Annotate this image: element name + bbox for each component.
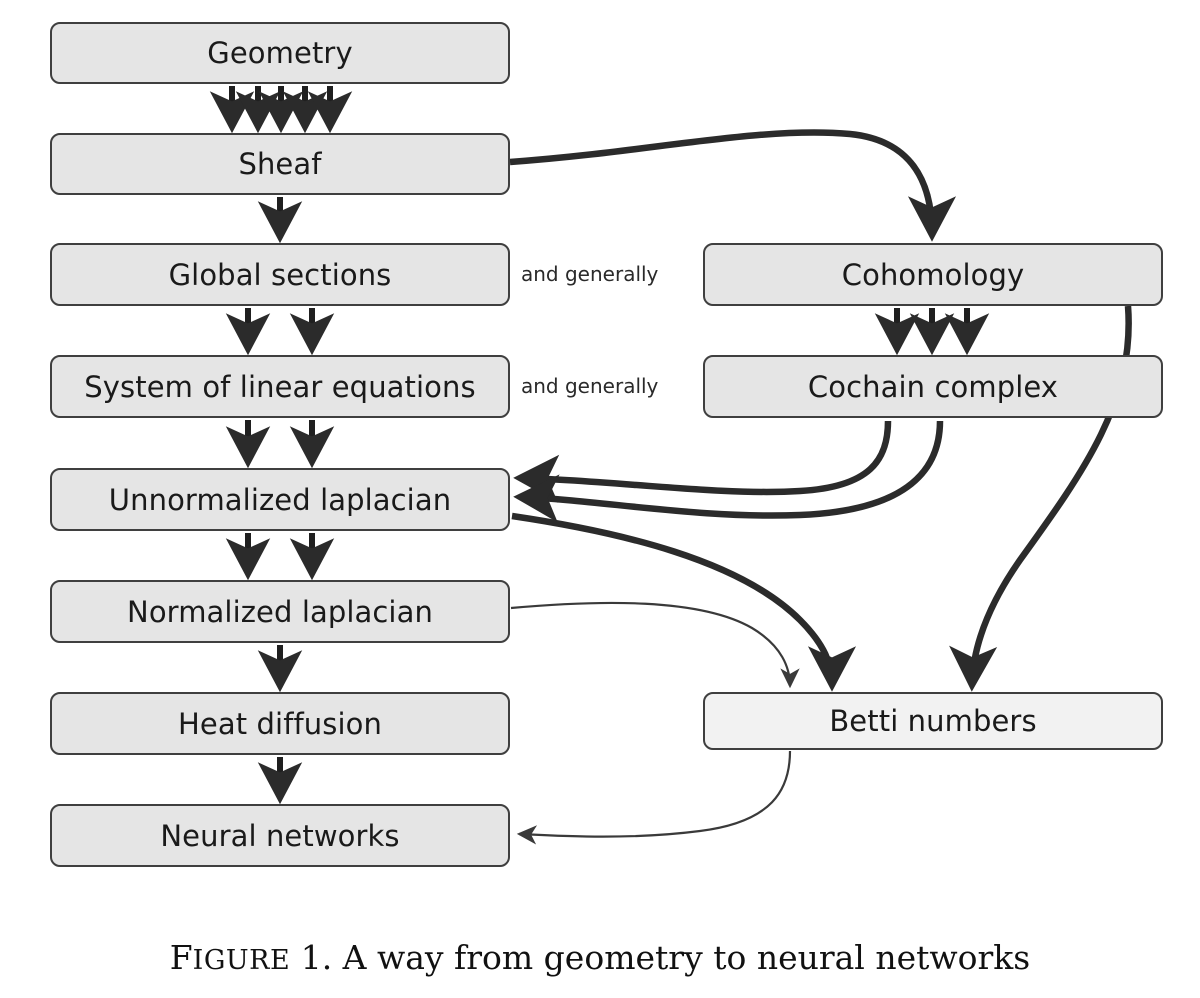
figure-caption: FIGURE 1. A way from geometry to neural …	[0, 938, 1200, 977]
node-label-neural-networks: Neural networks	[160, 818, 400, 853]
node-label-global-sections: Global sections	[168, 257, 392, 292]
edge-betti-to-neural	[516, 750, 792, 845]
node-cochain-complex[interactable]: Cochain complex	[703, 355, 1163, 418]
edge-label-and-generally-1: and generally	[521, 262, 659, 286]
edge-geometry-to-sheaf	[209, 86, 353, 134]
edge-global-to-linsys	[225, 308, 335, 356]
edge-unnorm-to-norm	[225, 533, 335, 581]
caption-number: 1.	[290, 938, 343, 977]
node-unnormalized-laplacian[interactable]: Unnormalized laplacian	[50, 468, 510, 531]
node-global-sections[interactable]: Global sections	[50, 243, 510, 306]
edge-linsys-to-unnorm	[225, 420, 335, 469]
edge-label-and-generally-2: and generally	[521, 374, 659, 398]
edge-unnorm-to-betti	[511, 512, 857, 692]
caption-prefix-letter: F	[169, 938, 193, 977]
node-geometry[interactable]: Geometry	[50, 22, 510, 84]
node-label-cochain-complex: Cochain complex	[807, 369, 1059, 404]
node-label-system-of-linear-equations: System of linear equations	[84, 369, 476, 404]
edge-cohomology-to-cochain	[874, 308, 990, 356]
node-heat-diffusion[interactable]: Heat diffusion	[50, 692, 510, 755]
node-cohomology[interactable]: Cohomology	[703, 243, 1163, 306]
node-sheaf[interactable]: Sheaf	[50, 133, 510, 195]
node-neural-networks[interactable]: Neural networks	[50, 804, 510, 867]
node-label-geometry: Geometry	[207, 36, 353, 70]
caption-text: A way from geometry to neural networks	[342, 938, 1031, 977]
edge-cochain-to-unnorm-a	[513, 420, 892, 503]
node-label-sheaf: Sheaf	[238, 147, 322, 181]
node-label-normalized-laplacian: Normalized laplacian	[127, 594, 433, 629]
edge-cochain-to-unnorm-b	[513, 420, 944, 523]
edge-norm-to-betti	[510, 601, 800, 689]
node-label-cohomology: Cohomology	[841, 257, 1025, 292]
node-betti-numbers[interactable]: Betti numbers	[703, 692, 1163, 750]
node-label-heat-diffusion: Heat diffusion	[178, 706, 382, 741]
node-label-unnormalized-laplacian: Unnormalized laplacian	[108, 482, 452, 517]
node-label-betti-numbers: Betti numbers	[829, 704, 1037, 738]
node-system-of-linear-equations[interactable]: System of linear equations	[50, 355, 510, 418]
node-normalized-laplacian[interactable]: Normalized laplacian	[50, 580, 510, 643]
edge-sheaf-to-cohomology	[509, 129, 957, 242]
caption-prefix-smallcaps: IGURE	[192, 945, 291, 976]
